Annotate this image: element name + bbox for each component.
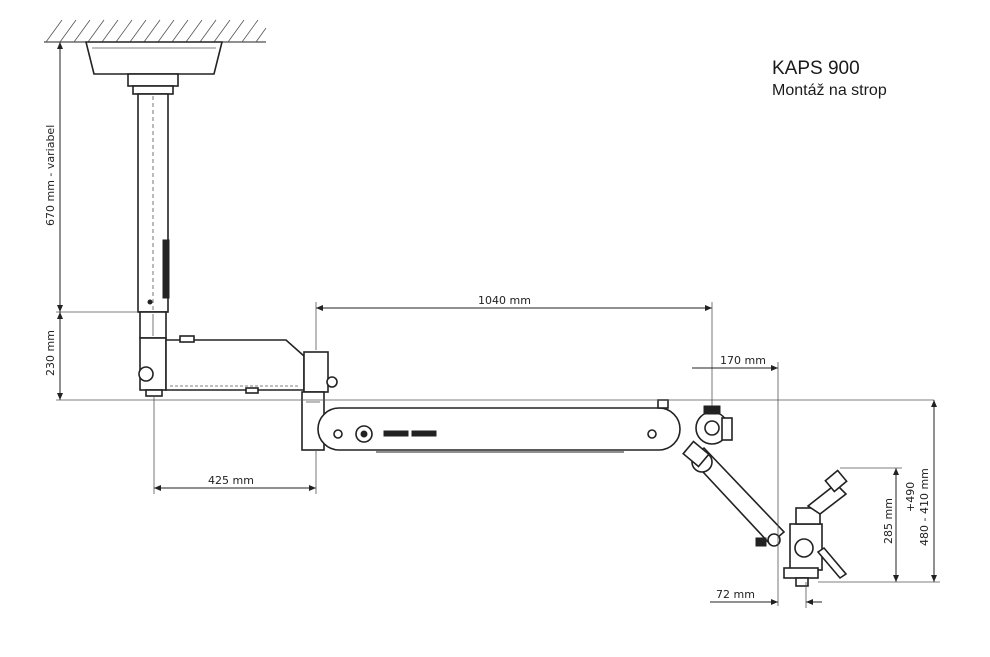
microscope-head [783, 469, 848, 587]
upper-arm [138, 335, 338, 397]
dim-670-label: 670 mm - variabel [44, 125, 57, 226]
dim-425-label: 425 mm [208, 474, 254, 487]
ceiling-mount [84, 41, 224, 87]
angled-arm [682, 440, 786, 547]
vertical-column [132, 85, 174, 339]
dim-170-label: 170 mm [720, 354, 766, 367]
drawing-subtitle: Montáž na strop [772, 82, 887, 99]
dimension-lines [56, 42, 940, 608]
dim-230-label: 230 mm [44, 330, 57, 376]
dim-285-label: 285 mm [882, 498, 895, 544]
dim-490-label: +490 [904, 482, 917, 512]
end-joint [695, 405, 733, 445]
drawing-title: KAPS 900 [772, 58, 860, 79]
ceiling-hatch [44, 19, 267, 43]
dim-72-label: 72 mm [716, 588, 755, 601]
main-arm [317, 399, 681, 453]
dim-1040-label: 1040 mm [478, 294, 531, 307]
dim-480-410-label: 480 - 410 mm [918, 468, 931, 546]
